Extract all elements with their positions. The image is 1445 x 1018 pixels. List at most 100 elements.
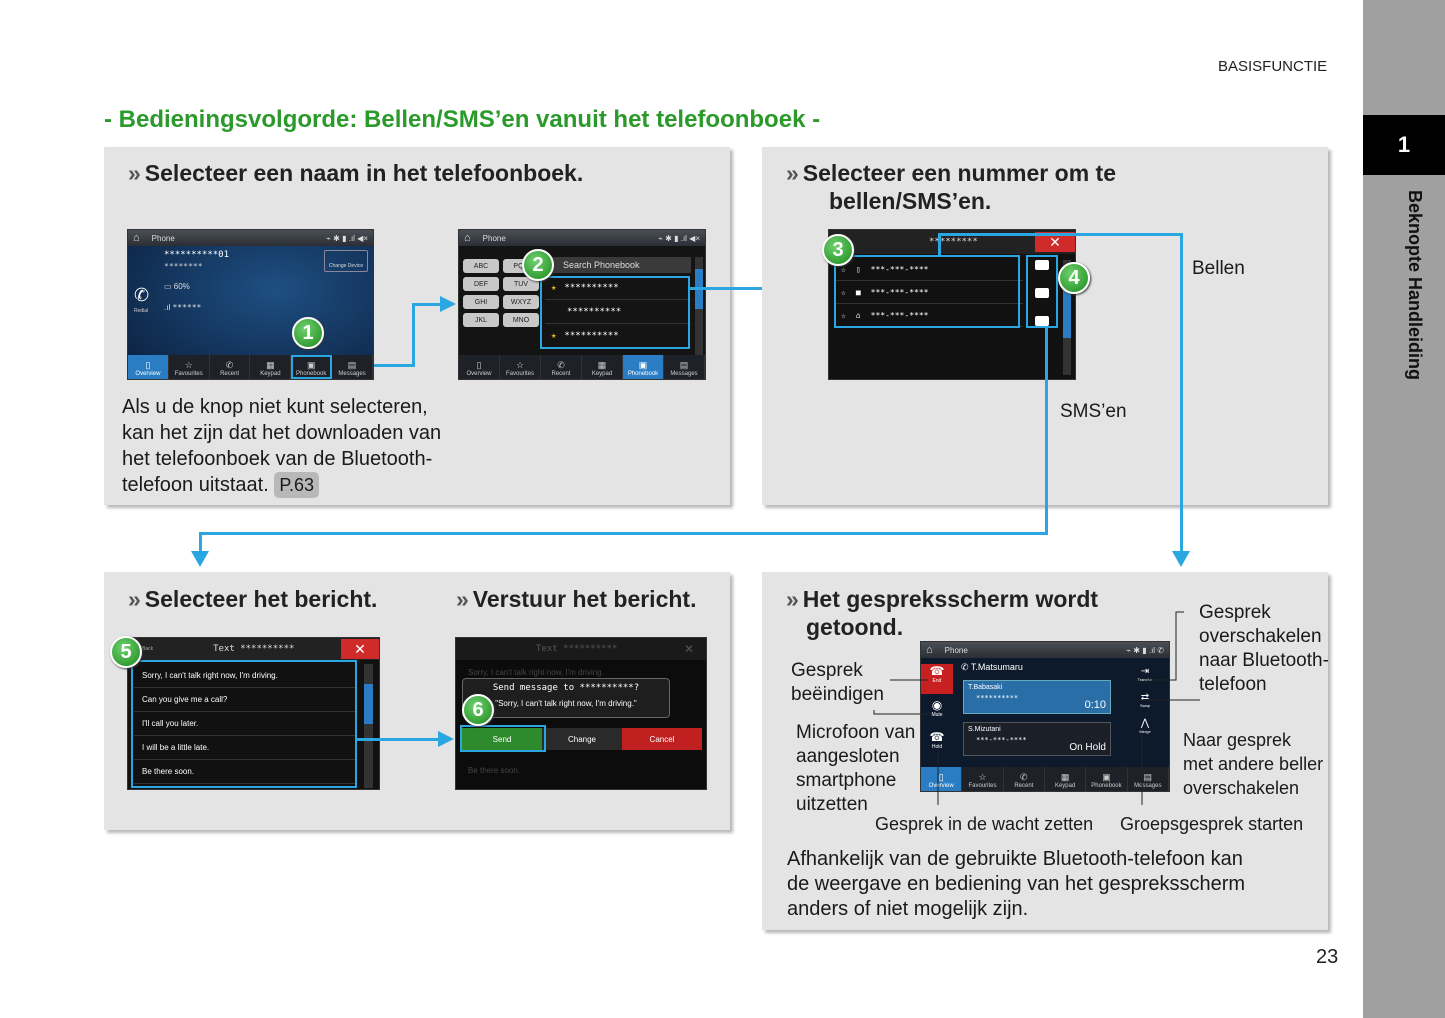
list-item[interactable]: ★********** [545, 276, 691, 300]
scrollbar[interactable] [1063, 260, 1071, 375]
close-icon[interactable]: ✕ [1035, 232, 1075, 252]
step4-title-text: Verstuur het bericht. [472, 586, 697, 612]
redial-icon[interactable]: ✆ [134, 285, 150, 305]
keypad-icon: ▦ [1060, 772, 1070, 782]
contact-name: ********* [929, 237, 978, 247]
message-text: Be there soon. [142, 767, 195, 776]
label-sms: SMS’en [1060, 401, 1127, 422]
phone-number: ***-***-**** [870, 287, 929, 297]
transfer-button[interactable]: ⇥Transfer [1131, 666, 1159, 686]
alpha-key[interactable]: DEF [463, 277, 499, 291]
tab-favourites[interactable]: ☆Favourites [500, 355, 541, 379]
list-item[interactable]: ☆▯***-***-**** [835, 258, 1023, 281]
tab-phonebook[interactable]: ▣Phonebook [623, 355, 664, 379]
home-icon[interactable]: ⌂ [133, 232, 140, 244]
step2-title-line1: Selecteer een nummer om te [802, 160, 1116, 186]
tab-favourites[interactable]: ☆Favourites [962, 767, 1004, 791]
step-badge-6: 6 [462, 694, 494, 726]
end-call-button[interactable]: ☎End [921, 664, 953, 694]
active-call-card[interactable]: T.Babasaki ********** 0:10 [963, 680, 1111, 714]
callout-line: telefoon [1199, 674, 1267, 695]
tab-favourites[interactable]: ☆Favourites [169, 355, 210, 379]
search-phonebook-field[interactable]: Search Phonebook [545, 257, 691, 273]
hold-button[interactable]: ☎Hold [921, 730, 953, 758]
screen-text-messages: Back Text ********** ✕ Sorry, I can't ta… [127, 637, 380, 790]
sms-icon[interactable] [1035, 316, 1049, 326]
change-device-button[interactable]: Change Device [324, 250, 368, 272]
highlight-numbers [834, 255, 1020, 328]
home-icon[interactable]: ⌂ [926, 644, 933, 656]
arrow-line [1180, 233, 1183, 557]
callout-line: Gesprek [791, 660, 863, 681]
dialog-title: Send message to **********? [492, 683, 640, 693]
screen-overview: ⌂Phone⌁ ✱ ▮ .ıl ◀× **********01 ********… [127, 229, 374, 380]
mute-button[interactable]: ◉Mute [921, 698, 953, 726]
tab-recent[interactable]: ✆Recent [541, 355, 582, 379]
screen-call: ⌂Phone⌁ ✱ ▮ .ıl ✆ ☎End ◉Mute ☎Hold ✆ T.M… [920, 641, 1170, 792]
list-item[interactable]: ********** [545, 300, 691, 324]
phonebook-icon: ▣ [1102, 772, 1111, 782]
tab-overview[interactable]: ▯Overview [921, 767, 963, 791]
tab-phonebook[interactable]: ▣Phonebook [291, 355, 333, 379]
tab-label: Keypad [1054, 783, 1076, 789]
keypad-icon: ▦ [597, 360, 607, 370]
tab-label: Favourites [505, 371, 534, 377]
merge-button[interactable]: ⋀Merge [1131, 718, 1159, 738]
alpha-key[interactable]: TUV [503, 277, 539, 291]
tab-keypad[interactable]: ▦Keypad [1045, 767, 1087, 791]
screen-title: Phone [151, 233, 175, 243]
battery-row: ▭ 60% [164, 282, 190, 291]
star-icon: ★ [551, 282, 557, 293]
alpha-key[interactable]: MNO [503, 313, 539, 327]
sms-icon[interactable] [1035, 260, 1049, 270]
list-item[interactable]: Can you give me a call? [134, 688, 356, 712]
tab-messages[interactable]: ▤Messages [332, 355, 373, 379]
step-badge-5: 5 [110, 636, 142, 668]
tab-messages[interactable]: ▤Messages [664, 355, 705, 379]
home-icon: ⌂ [855, 310, 861, 320]
tab-phonebook[interactable]: ▣Phonebook [1086, 767, 1128, 791]
tab-recent[interactable]: ✆Recent [1004, 767, 1045, 791]
arrow-line [412, 303, 446, 306]
alpha-key[interactable]: ABC [463, 259, 499, 273]
page-reference[interactable]: P.63 [274, 472, 320, 498]
step-badge-2: 2 [522, 249, 554, 281]
merge-label: Merge [1139, 729, 1151, 734]
tab-keypad[interactable]: ▦Keypad [250, 355, 292, 379]
tab-recent[interactable]: ✆Recent [210, 355, 251, 379]
send-button[interactable]: Send [462, 728, 542, 750]
alpha-key[interactable]: WXYZ [503, 295, 539, 309]
list-item[interactable]: I'll call you later. [134, 712, 356, 736]
list-item[interactable]: Sorry, I can't talk right now, I'm drivi… [134, 664, 356, 688]
scrollbar[interactable] [364, 664, 373, 788]
cancel-button[interactable]: Cancel [622, 728, 702, 750]
list-item[interactable]: ☆■***-***-**** [835, 281, 1023, 304]
alpha-key[interactable]: GHI [463, 295, 499, 309]
swap-button[interactable]: ⇄Swap [1131, 692, 1159, 712]
list-item[interactable]: Be there soon. [134, 760, 356, 784]
tab-bar: ▯Overview ☆Favourites ✆Recent ▦Keypad ▣P… [921, 767, 1169, 791]
message-icon: ▤ [1143, 772, 1153, 782]
arrow-head [1172, 551, 1190, 567]
change-button[interactable]: Change [542, 728, 622, 750]
top-caller: ✆ T.Matsumaru [961, 662, 1023, 672]
mute-label: Mute [931, 712, 943, 718]
step2-title-line2: bellen/SMS’en. [829, 188, 992, 214]
back-button[interactable]: Back [142, 646, 154, 652]
home-icon[interactable]: ⌂ [464, 232, 471, 244]
tab-keypad[interactable]: ▦Keypad [582, 355, 623, 379]
scrollbar[interactable] [695, 257, 703, 355]
battery-level: 60% [173, 282, 190, 291]
list-item[interactable]: I will be a little late. [134, 736, 356, 760]
phonebook-icon: ▣ [306, 360, 316, 370]
held-call-card[interactable]: S.Mizutani ***-***-**** On Hold [963, 722, 1111, 756]
close-icon[interactable]: ✕ [341, 639, 379, 659]
alpha-key[interactable]: JKL [463, 313, 499, 327]
entry-name: ********** [564, 330, 619, 341]
sms-icon[interactable] [1035, 288, 1049, 298]
tab-messages[interactable]: ▤Messages [1128, 767, 1169, 791]
tab-overview[interactable]: ▯Overview [459, 355, 500, 379]
tab-overview[interactable]: ▯Overview [128, 355, 169, 379]
